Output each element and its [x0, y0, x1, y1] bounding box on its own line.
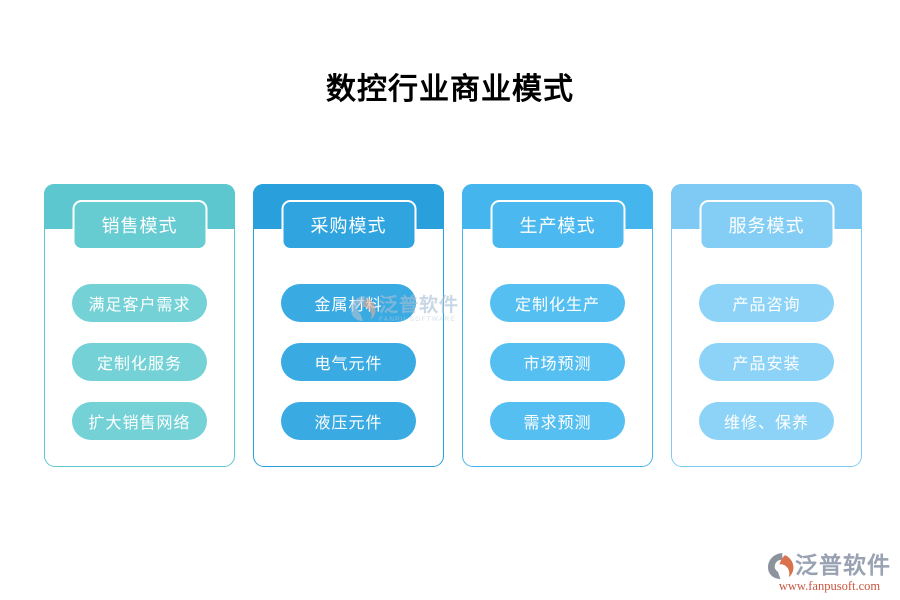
card-items: 金属材料 电气元件 液压元件: [254, 284, 443, 440]
brand-name: 泛普软件: [795, 553, 891, 578]
item-pill: 需求预测: [490, 402, 625, 440]
card-header-label: 销售模式: [101, 216, 178, 236]
card-header-production: 生产模式: [490, 200, 625, 250]
item-pill: 金属材料: [281, 284, 416, 322]
brand-url[interactable]: www.fanpusoft.com: [778, 579, 881, 593]
card-items: 产品咨询 产品安装 维修、保养: [672, 284, 861, 440]
page-title: 数控行业商业模式: [326, 73, 574, 106]
card-header-procurement: 采购模式: [281, 200, 416, 250]
card-header-sales: 销售模式: [72, 200, 207, 250]
item-pill: 产品咨询: [699, 284, 834, 322]
card-production-model: 生产模式 定制化生产 市场预测 需求预测: [462, 184, 653, 467]
card-header-label: 服务模式: [728, 216, 805, 236]
fanpu-logo-icon: [768, 553, 794, 579]
item-pill: 产品安装: [699, 343, 834, 381]
card-header-label: 生产模式: [519, 216, 596, 236]
item-pill: 液压元件: [281, 402, 416, 440]
item-pill: 扩大销售网络: [72, 402, 207, 440]
item-pill: 定制化服务: [72, 343, 207, 381]
card-items: 满足客户需求 定制化服务 扩大销售网络: [45, 284, 234, 440]
card-items: 定制化生产 市场预测 需求预测: [463, 284, 652, 440]
card-service-model: 服务模式 产品咨询 产品安装 维修、保养: [671, 184, 862, 467]
card-header-label: 采购模式: [310, 216, 387, 236]
card-sales-model: 销售模式 满足客户需求 定制化服务 扩大销售网络: [44, 184, 235, 467]
item-pill: 维修、保养: [699, 402, 834, 440]
card-header-service: 服务模式: [699, 200, 834, 250]
item-pill: 电气元件: [281, 343, 416, 381]
model-cards-row: 销售模式 满足客户需求 定制化服务 扩大销售网络 采购模式 金属材料 电气元件 …: [44, 184, 862, 467]
brand-mark[interactable]: 泛普软件 www.fanpusoft.com: [768, 553, 891, 593]
card-procurement-model: 采购模式 金属材料 电气元件 液压元件: [253, 184, 444, 467]
item-pill: 定制化生产: [490, 284, 625, 322]
item-pill: 市场预测: [490, 343, 625, 381]
item-pill: 满足客户需求: [72, 284, 207, 322]
